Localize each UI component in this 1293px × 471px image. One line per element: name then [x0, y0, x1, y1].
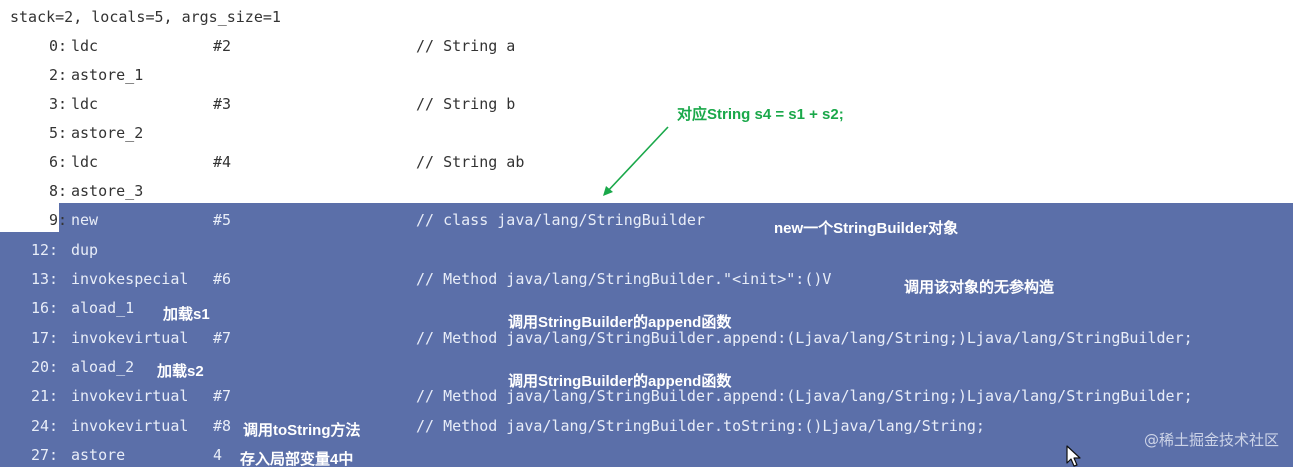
comment-13: // Method java/lang/StringBuilder."<init… — [416, 270, 832, 288]
offset-5: 5: — [40, 124, 68, 142]
op-20: aload_2 — [71, 358, 135, 376]
offset-0: 0: — [40, 37, 68, 55]
offset-17: 17: — [31, 329, 59, 347]
annotation-store: 存入局部变量4中 — [240, 451, 354, 468]
offset-6: 6: — [40, 153, 68, 171]
op-9: new — [71, 211, 99, 229]
op-8: astore_3 — [71, 182, 144, 200]
annotation-s4-concat: 对应String s4 = s1 + s2; — [677, 106, 844, 123]
annotation-load-s1: 加载s1 — [163, 306, 210, 323]
offset-13: 13: — [31, 270, 59, 288]
annotation-load-s2: 加载s2 — [157, 363, 204, 380]
offset-2: 2: — [40, 66, 68, 84]
offset-27: 27: — [31, 446, 59, 464]
op-24: invokevirtual — [71, 417, 189, 435]
comment-24: // Method java/lang/StringBuilder.toStri… — [416, 417, 985, 435]
comment-0: // String a — [416, 37, 516, 55]
op-27: astore — [71, 446, 126, 464]
bytecode-header: stack=2, locals=5, args_size=1 — [10, 8, 281, 26]
op-13: invokespecial — [71, 270, 189, 288]
op-12: dup — [71, 241, 99, 259]
offset-9: 9: — [40, 211, 68, 229]
offset-16: 16: — [31, 299, 59, 317]
arg-0: #2 — [213, 37, 232, 55]
arg-9: #5 — [213, 211, 232, 229]
arg-27: 4 — [213, 446, 223, 464]
watermark: @稀土掘金技术社区 — [1143, 431, 1279, 449]
annotation-append-2: 调用StringBuilder的append函数 — [508, 373, 732, 390]
comment-6: // String ab — [416, 153, 525, 171]
comment-17: // Method java/lang/StringBuilder.append… — [416, 329, 1193, 347]
annotation-tostring: 调用toString方法 — [243, 422, 361, 439]
offset-21: 21: — [31, 387, 59, 405]
offset-3: 3: — [40, 95, 68, 113]
arg-13: #6 — [213, 270, 232, 288]
op-16: aload_1 — [71, 299, 135, 317]
selection-highlight-first-line — [59, 203, 1293, 232]
op-3: ldc — [71, 95, 99, 113]
comment-21: // Method java/lang/StringBuilder.append… — [416, 387, 1193, 405]
arg-21: #7 — [213, 387, 232, 405]
arg-3: #3 — [213, 95, 232, 113]
green-arrow-icon — [600, 124, 672, 202]
op-17: invokevirtual — [71, 329, 189, 347]
op-6: ldc — [71, 153, 99, 171]
arg-17: #7 — [213, 329, 232, 347]
comment-9: // class java/lang/StringBuilder — [416, 211, 705, 229]
offset-20: 20: — [31, 358, 59, 376]
mouse-cursor-icon — [1066, 445, 1084, 471]
op-21: invokevirtual — [71, 387, 189, 405]
offset-24: 24: — [31, 417, 59, 435]
op-2: astore_1 — [71, 66, 144, 84]
offset-8: 8: — [40, 182, 68, 200]
op-5: astore_2 — [71, 124, 144, 142]
op-0: ldc — [71, 37, 99, 55]
arg-24: #8 — [213, 417, 232, 435]
comment-3: // String b — [416, 95, 516, 113]
annotation-new: new一个StringBuilder对象 — [774, 220, 959, 237]
arg-6: #4 — [213, 153, 232, 171]
selection-highlight — [0, 232, 1293, 467]
annotation-append-1: 调用StringBuilder的append函数 — [508, 314, 732, 331]
offset-12: 12: — [31, 241, 59, 259]
annotation-init: 调用该对象的无参构造 — [904, 279, 1055, 296]
